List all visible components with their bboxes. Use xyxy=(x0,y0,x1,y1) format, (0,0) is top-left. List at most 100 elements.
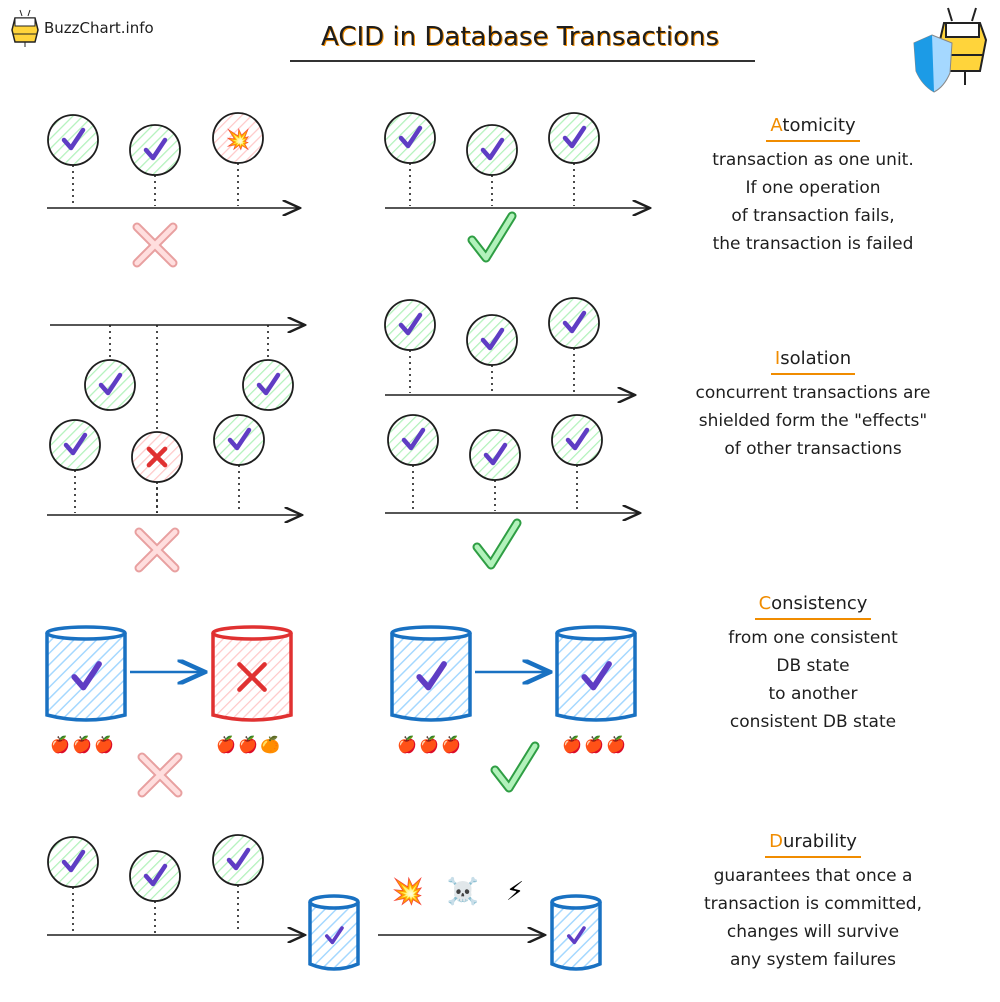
section-atomicity: Atomicity transaction as one unit. If on… xyxy=(640,112,986,258)
apple-icon: 🍎 xyxy=(397,735,417,754)
transaction-success-circle xyxy=(49,419,101,471)
explosion-icon: 💥 xyxy=(226,127,251,151)
check-icon xyxy=(416,661,447,691)
apple-icon: 🍎 xyxy=(584,735,604,754)
apple-icon: 🍎 xyxy=(562,735,582,754)
success-mark-icon xyxy=(474,520,520,568)
transaction-success-circle xyxy=(47,836,99,888)
transaction-success-circle xyxy=(213,414,265,466)
check-icon xyxy=(61,849,86,873)
description-line: transaction is committed, xyxy=(704,894,922,914)
apple-icon: 🍎 xyxy=(419,735,439,754)
transaction-success-circle xyxy=(84,359,136,411)
apple-icon: 🍎 xyxy=(216,735,236,754)
section-title: Consistency xyxy=(754,590,872,620)
check-icon xyxy=(63,432,88,456)
description-line: If one operation xyxy=(745,178,881,198)
check-icon xyxy=(401,427,426,451)
database-cylinder xyxy=(308,902,360,971)
check-icon xyxy=(61,127,86,151)
database-cylinder xyxy=(390,633,472,722)
transaction-success-circle xyxy=(47,114,99,166)
transaction-success-circle xyxy=(129,850,181,902)
check-icon xyxy=(562,125,587,149)
transaction-success-circle xyxy=(384,299,436,351)
database-top xyxy=(390,625,472,641)
fail-mark-icon xyxy=(134,224,176,266)
check-icon xyxy=(325,926,344,945)
check-icon xyxy=(480,137,505,161)
section-isolation: Isolation concurrent transactions are sh… xyxy=(640,345,986,463)
check-icon xyxy=(226,847,251,871)
transaction-success-circle xyxy=(242,359,294,411)
description-line: transaction as one unit. xyxy=(712,150,914,170)
database-top xyxy=(211,625,293,641)
check-icon xyxy=(143,863,168,887)
description-line: shielded form the "effects" xyxy=(698,411,928,431)
database-top xyxy=(45,625,127,641)
database-cylinder xyxy=(45,633,127,722)
section-title: Isolation xyxy=(770,345,856,375)
fail-mark-icon xyxy=(136,529,178,571)
lightning-icon: ⚡ xyxy=(506,877,524,907)
check-icon xyxy=(398,312,423,336)
check-icon xyxy=(565,427,590,451)
database-cylinder xyxy=(555,633,637,722)
check-icon xyxy=(98,372,123,396)
transaction-success-circle xyxy=(384,112,436,164)
description-line: of transaction fails, xyxy=(731,206,895,226)
database-cylinder xyxy=(550,902,602,971)
transaction-success-circle xyxy=(466,314,518,366)
database-top xyxy=(555,625,637,641)
skull-icon: ☠️ xyxy=(447,876,479,907)
bee-icon xyxy=(11,9,39,47)
transaction-success-circle xyxy=(548,297,600,349)
description-line: the transaction is failed xyxy=(712,234,914,254)
apple-icon: 🍎 xyxy=(238,735,258,754)
bee-with-shield-icon xyxy=(913,7,988,93)
transaction-success-circle xyxy=(387,414,439,466)
transaction-fail-circle xyxy=(212,112,264,164)
brand-name: BuzzChart.info xyxy=(44,19,154,37)
transaction-success-circle xyxy=(212,834,264,886)
check-icon xyxy=(143,137,168,161)
cross-icon xyxy=(146,446,168,468)
check-icon xyxy=(480,327,505,351)
check-icon xyxy=(581,661,612,691)
check-icon xyxy=(71,661,102,691)
description-line: to another xyxy=(768,684,858,704)
transaction-success-circle xyxy=(129,124,181,176)
description-line: changes will survive xyxy=(726,922,900,942)
section-consistency: Consistency from one consistent DB state… xyxy=(640,590,986,736)
check-icon xyxy=(227,427,252,451)
check-icon xyxy=(562,310,587,334)
database-top xyxy=(550,894,602,910)
database-top xyxy=(308,894,360,910)
fail-mark-icon xyxy=(139,754,181,796)
success-mark-icon xyxy=(469,213,515,261)
check-icon xyxy=(398,125,423,149)
transaction-success-circle xyxy=(469,429,521,481)
explosion-icon: 💥 xyxy=(392,876,424,907)
description-line: guarantees that once a xyxy=(713,866,913,886)
description-line: DB state xyxy=(776,656,850,676)
apple-icon: 🍎 xyxy=(94,735,114,754)
apple-icon: 🍎 xyxy=(441,735,461,754)
check-icon xyxy=(483,442,508,466)
description-line: consistent DB state xyxy=(729,712,897,732)
apple-icon: 🍎 xyxy=(50,735,70,754)
description-line: of other transactions xyxy=(724,439,902,459)
transaction-success-circle xyxy=(551,414,603,466)
section-durability: Durability guarantees that once a transa… xyxy=(640,828,986,974)
apple-icon: 🍎 xyxy=(606,735,626,754)
check-icon xyxy=(567,926,586,945)
section-title: Atomicity xyxy=(766,112,860,142)
success-mark-icon xyxy=(492,743,538,791)
transaction-success-circle xyxy=(548,112,600,164)
description-line: from one consistent xyxy=(728,628,898,648)
cross-icon xyxy=(237,662,267,692)
brand[interactable]: BuzzChart.info xyxy=(10,8,154,48)
description-line: concurrent transactions are xyxy=(695,383,931,403)
apple-icon: 🍎 xyxy=(72,735,92,754)
